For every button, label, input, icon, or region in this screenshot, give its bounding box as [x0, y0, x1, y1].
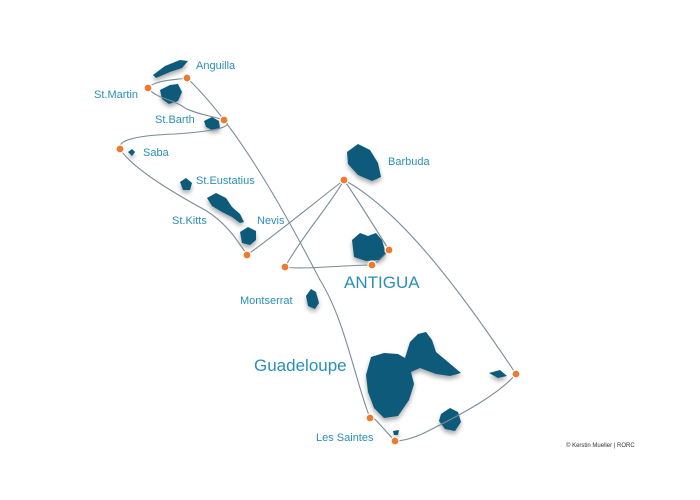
waypoint-nevis	[242, 250, 252, 260]
waypoint-la-desirade	[511, 369, 521, 379]
waypoint-les-saintes	[390, 436, 400, 446]
label-st-kitts: St.Kitts	[172, 215, 207, 227]
label-antigua: ANTIGUA	[344, 273, 420, 292]
waypoint-antigua-east	[384, 245, 394, 255]
label-saba: Saba	[143, 147, 169, 159]
label-les-saintes: Les Saintes	[316, 432, 374, 444]
island-les-saintes	[393, 430, 399, 435]
island-st-eustatius	[180, 178, 192, 190]
copyright-credit: © Kerstin Mueller | RORC	[566, 443, 635, 449]
waypoint-antigua-west	[280, 262, 290, 272]
island-antigua	[352, 233, 386, 261]
island-saba	[128, 149, 135, 156]
label-st-barth: St.Barth	[155, 114, 195, 126]
waypoint-st-barth	[219, 115, 229, 125]
island-guadeloupe	[366, 332, 461, 418]
island-anguilla	[153, 60, 188, 78]
island-st-barth	[204, 117, 220, 130]
island-montserrat	[306, 289, 319, 309]
label-montserrat: Montserrat	[240, 295, 293, 307]
island-st-kitts	[207, 193, 244, 223]
waypoint-anguilla	[182, 73, 192, 83]
race-route	[119, 77, 517, 442]
label-anguilla: Anguilla	[196, 60, 236, 72]
label-st-martin: St.Martin	[94, 89, 139, 101]
label-nevis: Nevis	[257, 215, 285, 227]
island-nevis	[240, 227, 256, 245]
island-barbuda	[347, 144, 381, 181]
waypoint-guadeloupe-south	[365, 413, 375, 423]
label-barbuda: Barbuda	[388, 156, 430, 168]
waypoint-st-martin	[143, 83, 153, 93]
waypoint-saba	[115, 144, 125, 154]
waypoint-antigua-south	[367, 260, 377, 270]
island-la-desirade	[489, 370, 507, 378]
label-st-eustatius: St.Eustatius	[196, 175, 255, 187]
waypoint-barbuda	[339, 175, 349, 185]
waypoint-markers	[115, 73, 521, 446]
label-guadeloupe: Guadeloupe	[254, 356, 347, 375]
